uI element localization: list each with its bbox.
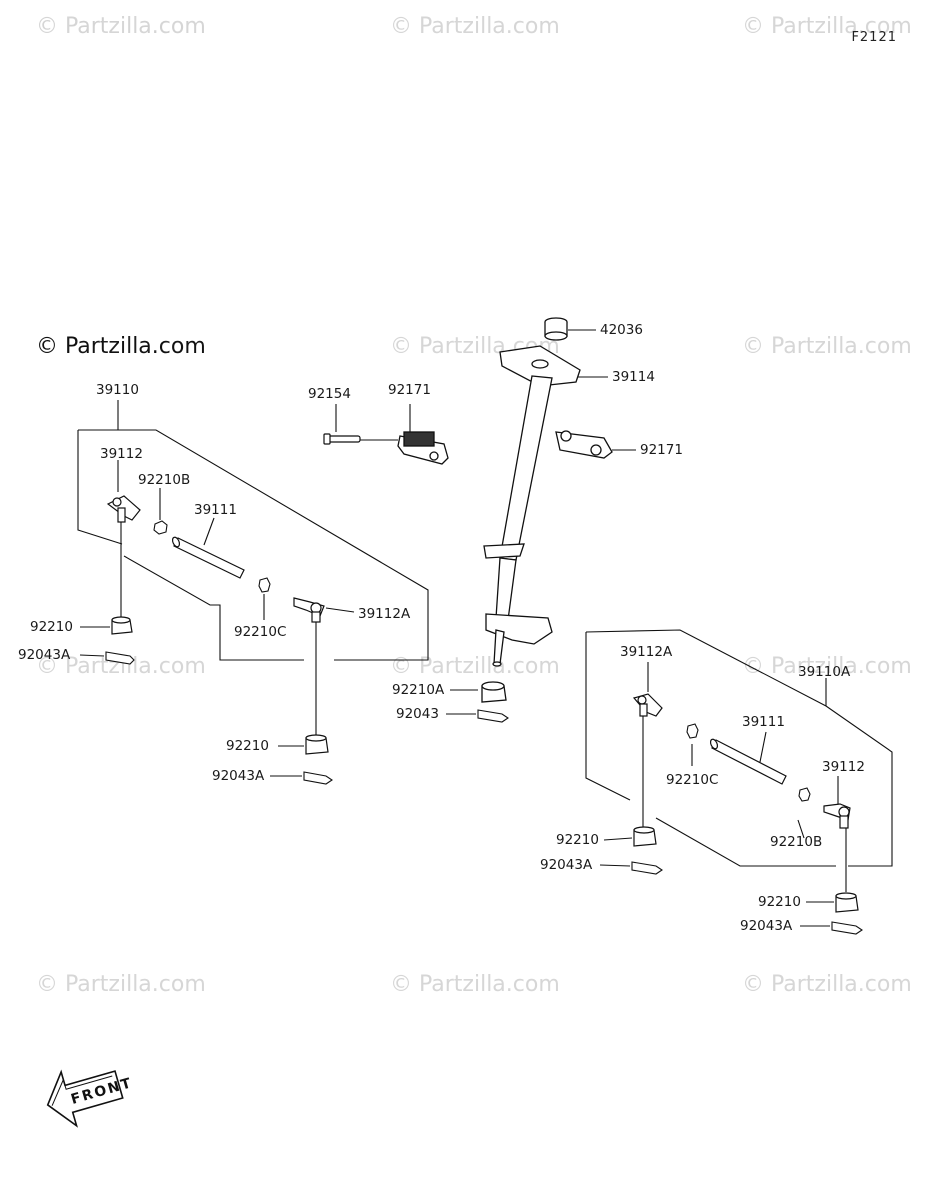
tie-rod-tube-39111-right [709, 738, 787, 785]
clamp-92171-top [397, 431, 449, 465]
nut-92210c-right [686, 723, 699, 739]
watermark: © Partzilla.com [742, 14, 912, 39]
nut-92210-right-b [835, 892, 859, 913]
part-label-92210[interactable]: 92210 [30, 619, 73, 635]
part-label-92210b[interactable]: 92210B [770, 834, 823, 850]
cotter-pin-92043a-right-b [831, 921, 863, 935]
part-label-39114[interactable]: 39114 [612, 369, 655, 385]
nut-92210c-left [258, 577, 271, 593]
figure-code: F2121 [851, 30, 897, 45]
part-label-39112a[interactable]: 39112A [358, 606, 411, 622]
nut-92210b-left [153, 520, 168, 535]
part-label-92043a[interactable]: 92043A [740, 918, 793, 934]
part-label-39110[interactable]: 39110 [96, 382, 139, 398]
tie-rod-tube-39111-left [171, 536, 245, 579]
part-label-92171[interactable]: 92171 [388, 382, 431, 398]
steering-shaft-39114 [483, 345, 581, 667]
watermark: © Partzilla.com [390, 14, 560, 39]
watermark: © Partzilla.com [742, 334, 912, 359]
part-label-39111[interactable]: 39111 [742, 714, 785, 730]
part-label-92210c[interactable]: 92210C [234, 624, 287, 640]
cotter-pin-92043a-right-a [631, 861, 663, 875]
nut-92210b-right [798, 787, 811, 802]
assembly-outline-39110 [123, 555, 304, 661]
nut-92210-right-a [633, 826, 657, 847]
part-label-92043[interactable]: 92043 [396, 706, 439, 722]
watermark: © Partzilla.com [390, 972, 560, 997]
assembly-outline-39110a [585, 629, 893, 867]
watermark: © Partzilla.com [742, 972, 912, 997]
nut-92210-left-a [111, 616, 133, 635]
part-label-92210[interactable]: 92210 [556, 832, 599, 848]
cotter-pin-92043a-left-a [105, 651, 135, 665]
assembly-outline-39110 [77, 430, 123, 545]
part-label-92210[interactable]: 92210 [226, 738, 269, 754]
cotter-pin-92043 [477, 709, 509, 723]
assembly-outline-39110a [655, 817, 836, 867]
tie-rod-end-39112a-left [293, 597, 325, 623]
assembly-outline-39110a [585, 632, 631, 801]
watermark: © Partzilla.com [390, 654, 560, 679]
brand-copyright: © Partzilla.com [36, 334, 206, 359]
part-label-92043a[interactable]: 92043A [18, 647, 71, 663]
part-label-39111[interactable]: 39111 [194, 502, 237, 518]
watermark: © Partzilla.com [36, 972, 206, 997]
part-label-92043a[interactable]: 92043A [212, 768, 265, 784]
front-arrow-icon: FRONT [46, 1069, 135, 1128]
part-label-92154[interactable]: 92154 [308, 386, 351, 402]
part-label-92210a[interactable]: 92210A [392, 682, 445, 698]
watermark: © Partzilla.com [36, 14, 206, 39]
part-label-39112[interactable]: 39112 [100, 446, 143, 462]
assembly-outline-39110 [117, 400, 429, 661]
part-label-92043a[interactable]: 92043A [540, 857, 593, 873]
part-label-42036[interactable]: 42036 [600, 322, 643, 338]
bolt-92154 [323, 433, 361, 445]
nut-92210a [481, 681, 507, 703]
part-label-92210b[interactable]: 92210B [138, 472, 191, 488]
bushing-42036 [544, 317, 568, 341]
tie-rod-end-39112a-right [632, 693, 663, 717]
tie-rod-end-39112-right [823, 803, 851, 829]
part-label-92210[interactable]: 92210 [758, 894, 801, 910]
nut-92210-left-b [305, 734, 329, 755]
part-label-39112[interactable]: 39112 [822, 759, 865, 775]
part-label-39110a[interactable]: 39110A [798, 664, 851, 680]
clamp-92171-right [555, 430, 613, 459]
tie-rod-end-39112-left [106, 495, 141, 523]
cotter-pin-92043a-left-b [303, 771, 333, 785]
watermark: © Partzilla.com [742, 654, 912, 679]
part-label-92171[interactable]: 92171 [640, 442, 683, 458]
part-label-39112a[interactable]: 39112A [620, 644, 673, 660]
part-label-92210c[interactable]: 92210C [666, 772, 719, 788]
